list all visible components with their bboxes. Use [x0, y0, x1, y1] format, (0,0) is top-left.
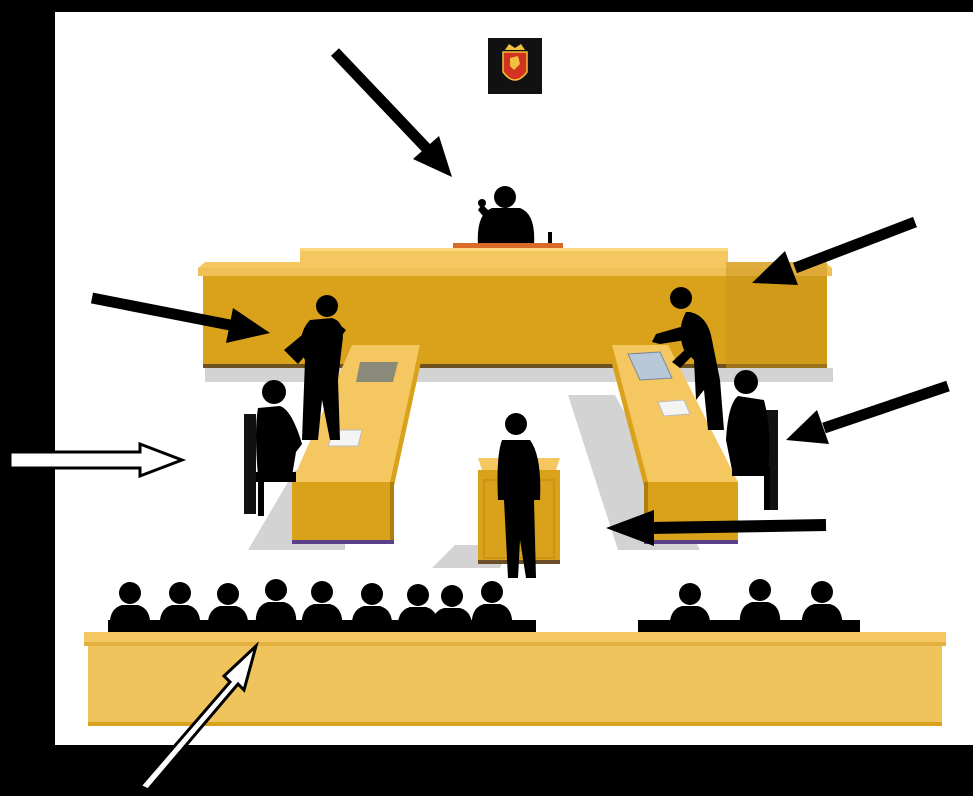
coat-of-arms-icon [488, 38, 542, 94]
